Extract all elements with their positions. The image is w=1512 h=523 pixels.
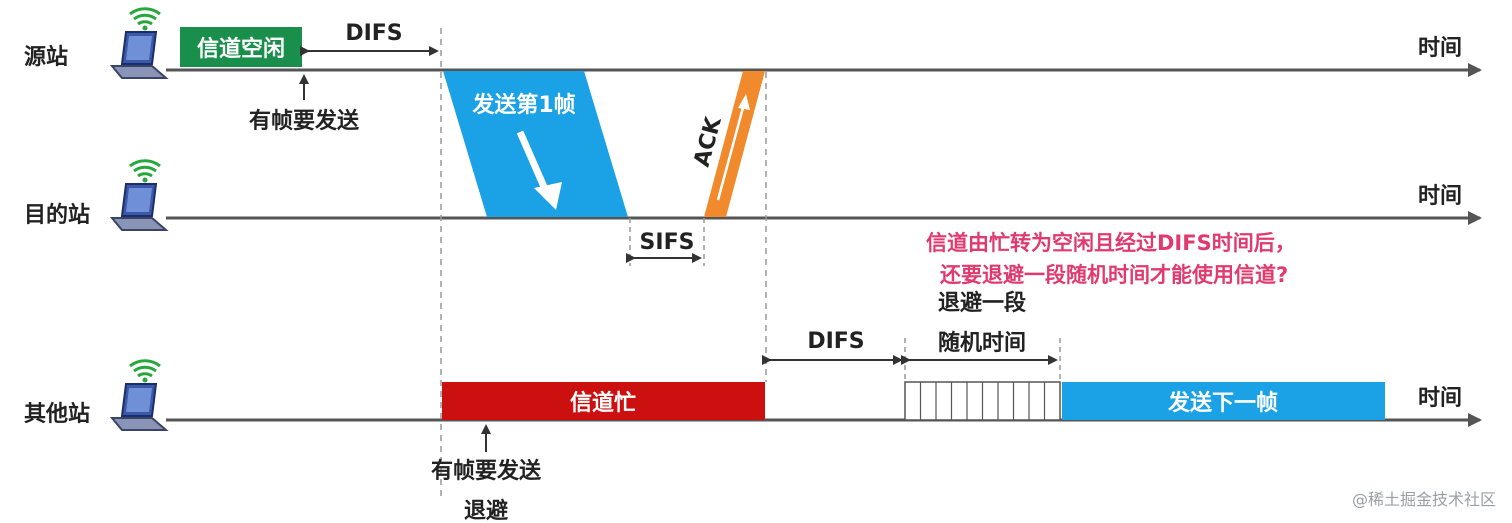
other-difs-label: DIFS <box>807 329 864 354</box>
other-has-frame-label: 有帧要发送 <box>431 458 541 484</box>
channel-busy-label: 信道忙 <box>570 390 636 416</box>
channel-busy-box <box>442 382 765 420</box>
first-frame-direction-arrow <box>516 130 552 198</box>
dest-time-label: 时间 <box>1418 184 1462 209</box>
watermark: @稀土掘金技术社区 <box>1352 490 1496 509</box>
backoff-label-line-2: 随机时间 <box>938 330 1026 356</box>
backoff-label-line-1: 退避一段 <box>938 290 1026 316</box>
backoff-slot-grid <box>904 381 1061 421</box>
sifs-label-bg <box>632 222 702 254</box>
ack-direction-line <box>716 103 746 201</box>
source-time-label: 时间 <box>1418 36 1462 61</box>
ack-parallelogram <box>704 71 765 217</box>
send-next-frame-label: 发送下一帧 <box>1167 390 1278 416</box>
send-next-frame-box <box>1062 382 1385 420</box>
question-line-1: 信道由忙转为空闲且经过DIFS时间后， <box>926 231 1296 255</box>
other-laptop-icon <box>110 359 168 432</box>
first-frame-label: 发送第1帧 <box>471 92 575 118</box>
sifs-label: SIFS <box>640 230 695 255</box>
channel-idle-box <box>180 27 302 67</box>
channel-idle-label: 信道空闲 <box>197 36 285 62</box>
source-station-label: 源站 <box>24 45 68 70</box>
other-time-label: 时间 <box>1418 386 1462 411</box>
first-frame-parallelogram <box>443 71 628 217</box>
other-backoff-cut-label: 退避 <box>464 498 508 523</box>
first-frame-arrow-head <box>534 182 562 210</box>
dest-laptop-icon <box>110 159 168 232</box>
dest-station-label: 目的站 <box>24 202 90 228</box>
ack-arrow-head <box>738 94 750 110</box>
source-laptop-icon <box>110 7 168 80</box>
source-has-frame-label: 有帧要发送 <box>249 108 359 134</box>
question-line-2: 还要退避一段随机时间才能使用信道? <box>939 263 1288 287</box>
source-difs-label: DIFS <box>345 21 402 46</box>
other-station-label: 其他站 <box>24 402 90 427</box>
